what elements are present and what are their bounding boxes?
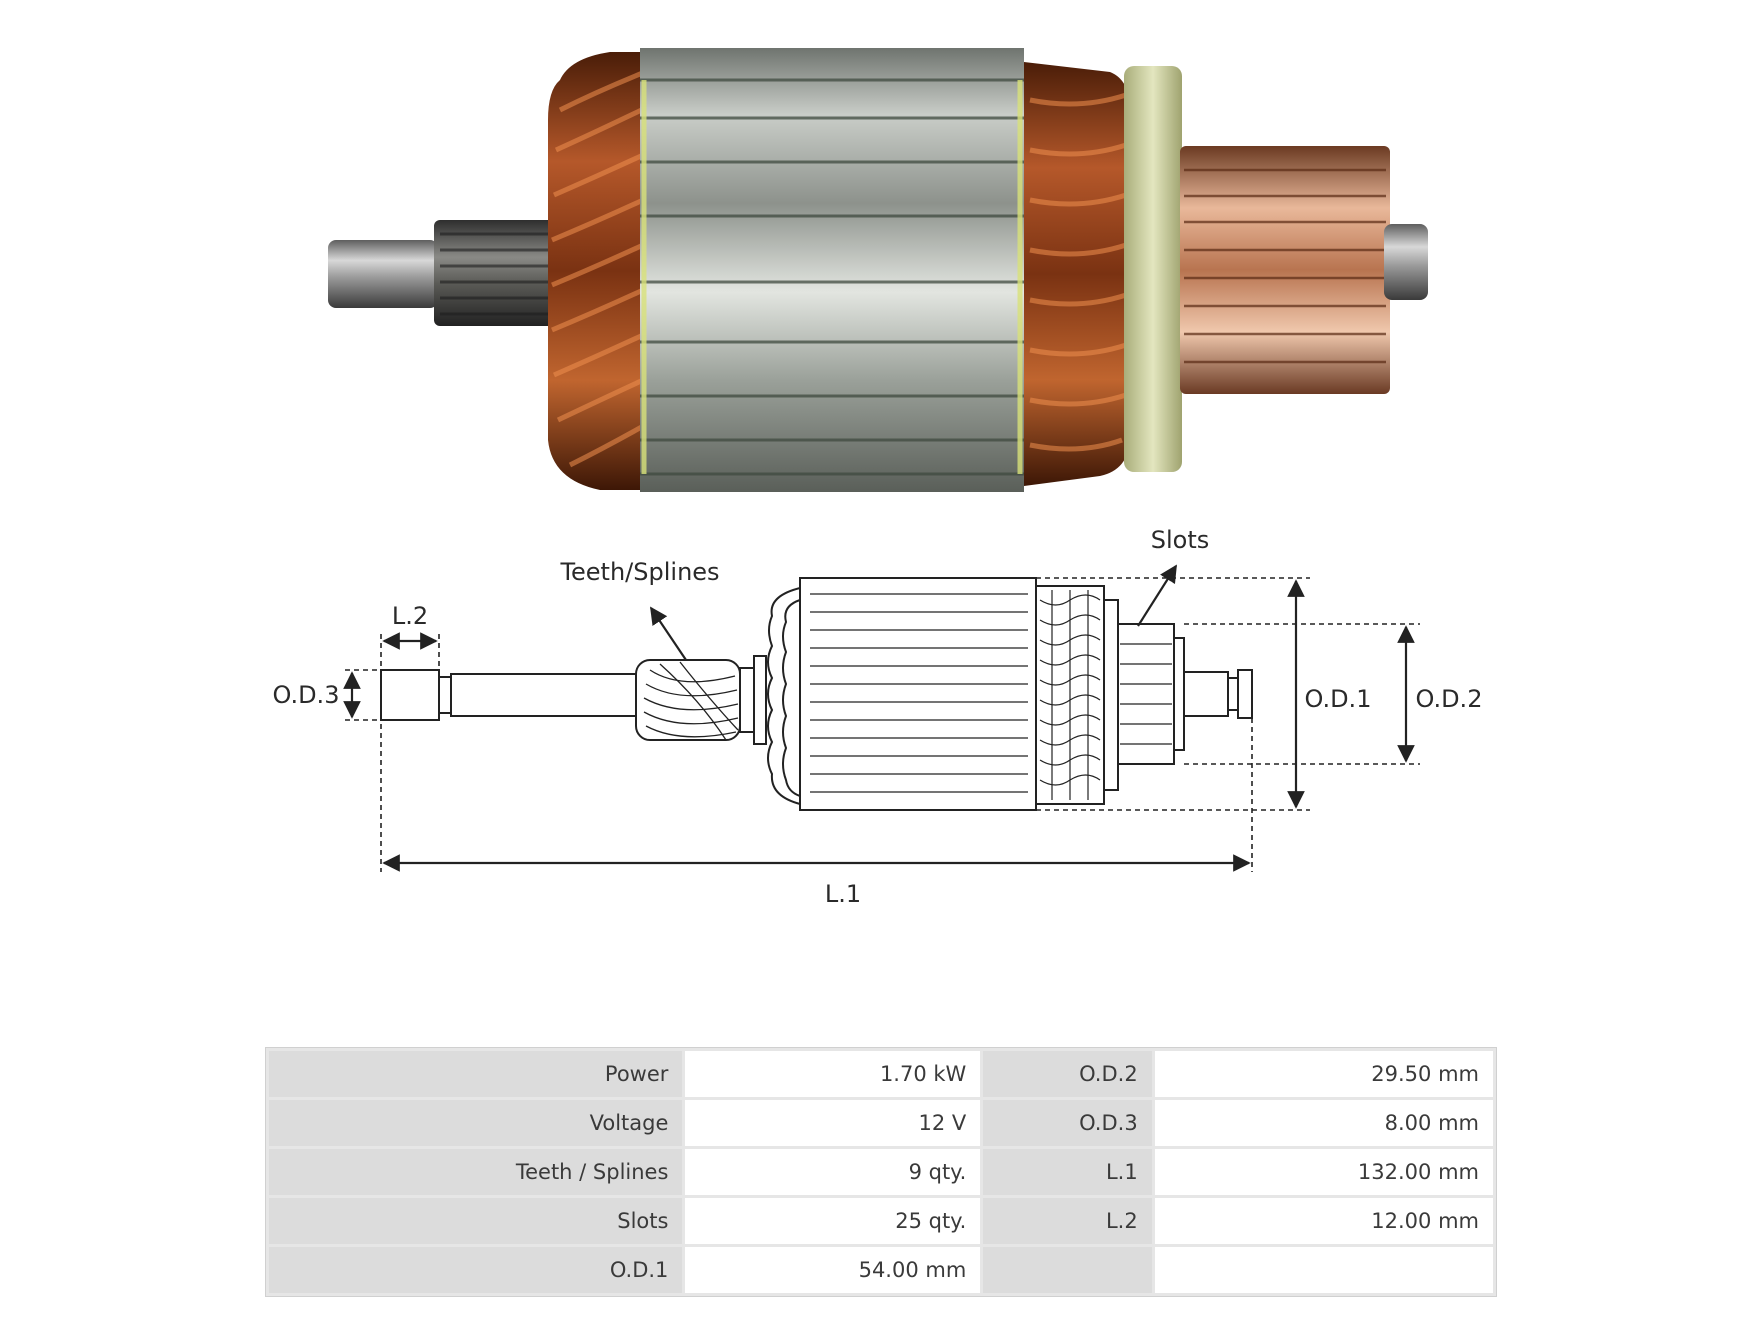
winding-right xyxy=(1024,62,1130,486)
drawing-commutator xyxy=(1117,623,1175,765)
armature-core xyxy=(640,48,1024,492)
drawing-winding-left xyxy=(767,587,801,805)
commutator xyxy=(1180,146,1390,394)
dimension-drawing: Teeth/Splines Slots L.2 O.D.3 L.1 O.D.1 … xyxy=(273,526,1483,908)
drawing-core xyxy=(799,577,1037,811)
spec-label: Voltage xyxy=(269,1100,683,1146)
spec-label: Teeth / Splines xyxy=(269,1149,683,1195)
armature-photo xyxy=(328,48,1428,492)
slots-pointer xyxy=(1137,564,1177,627)
table-row: Power 1.70 kW O.D.2 29.50 mm xyxy=(269,1051,1493,1097)
spec-value: 12.00 mm xyxy=(1154,1198,1493,1244)
spec-label: Slots xyxy=(269,1198,683,1244)
spec-value: 8.00 mm xyxy=(1154,1100,1493,1146)
teeth-pointer xyxy=(650,606,687,661)
drawing-shaft-tip xyxy=(380,669,440,721)
shaft-right xyxy=(1384,224,1428,300)
table-row: Teeth / Splines 9 qty. L.1 132.00 mm xyxy=(269,1149,1493,1195)
drawing-shaft-end xyxy=(1183,671,1229,717)
spec-value: 29.50 mm xyxy=(1154,1051,1493,1097)
spec-label: O.D.3 xyxy=(983,1100,1152,1146)
spec-value: 132.00 mm xyxy=(1154,1149,1493,1195)
spec-value: 1.70 kW xyxy=(685,1051,981,1097)
spec-label: O.D.2 xyxy=(983,1051,1152,1097)
spec-value: 54.00 mm xyxy=(685,1247,981,1293)
spec-label: L.2 xyxy=(983,1198,1152,1244)
spec-label: L.1 xyxy=(983,1149,1152,1195)
label-l1: L.1 xyxy=(825,880,861,908)
spec-value: 9 qty. xyxy=(685,1149,981,1195)
table-row: Slots 25 qty. L.2 12.00 mm xyxy=(269,1198,1493,1244)
insulating-ring xyxy=(1124,66,1182,472)
label-od3: O.D.3 xyxy=(273,681,340,709)
label-od1: O.D.1 xyxy=(1305,685,1372,713)
table-row: Voltage 12 V O.D.3 8.00 mm xyxy=(269,1100,1493,1146)
label-teeth-splines: Teeth/Splines xyxy=(559,558,719,586)
table-row: O.D.1 54.00 mm xyxy=(269,1247,1493,1293)
spec-label: O.D.1 xyxy=(269,1247,683,1293)
shaft-left xyxy=(328,240,438,308)
spec-value: 12 V xyxy=(685,1100,981,1146)
label-l2: L.2 xyxy=(392,602,428,630)
spec-table: Power 1.70 kW O.D.2 29.50 mm Voltage 12 … xyxy=(265,1047,1497,1297)
spec-label xyxy=(983,1247,1152,1293)
drawing-shaft xyxy=(450,673,637,717)
label-slots: Slots xyxy=(1151,526,1210,554)
spec-value: 25 qty. xyxy=(685,1198,981,1244)
label-od2: O.D.2 xyxy=(1416,685,1483,713)
spec-label: Power xyxy=(269,1051,683,1097)
spec-value xyxy=(1154,1247,1493,1293)
